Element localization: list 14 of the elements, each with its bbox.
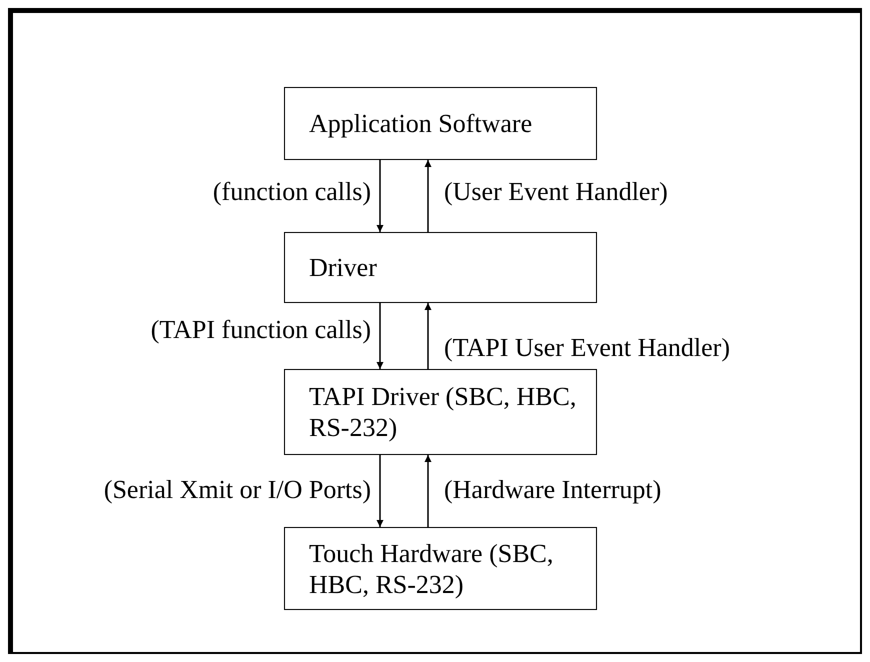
process-box xyxy=(284,527,597,610)
box-label: Touch Hardware (SBC, HBC, RS-232) xyxy=(309,538,554,600)
arrow xyxy=(424,455,432,527)
arrow xyxy=(376,455,384,527)
arrow xyxy=(424,303,432,369)
box-label: TAPI Driver (SBC, HBC, RS-232) xyxy=(309,381,578,443)
process-box xyxy=(284,232,597,303)
box-label: Driver xyxy=(309,252,378,283)
arrow xyxy=(376,160,384,232)
box-label: Application Software xyxy=(309,108,534,139)
arrow xyxy=(424,160,432,232)
process-box xyxy=(284,369,597,455)
arrow xyxy=(376,303,384,369)
process-box xyxy=(284,87,597,160)
